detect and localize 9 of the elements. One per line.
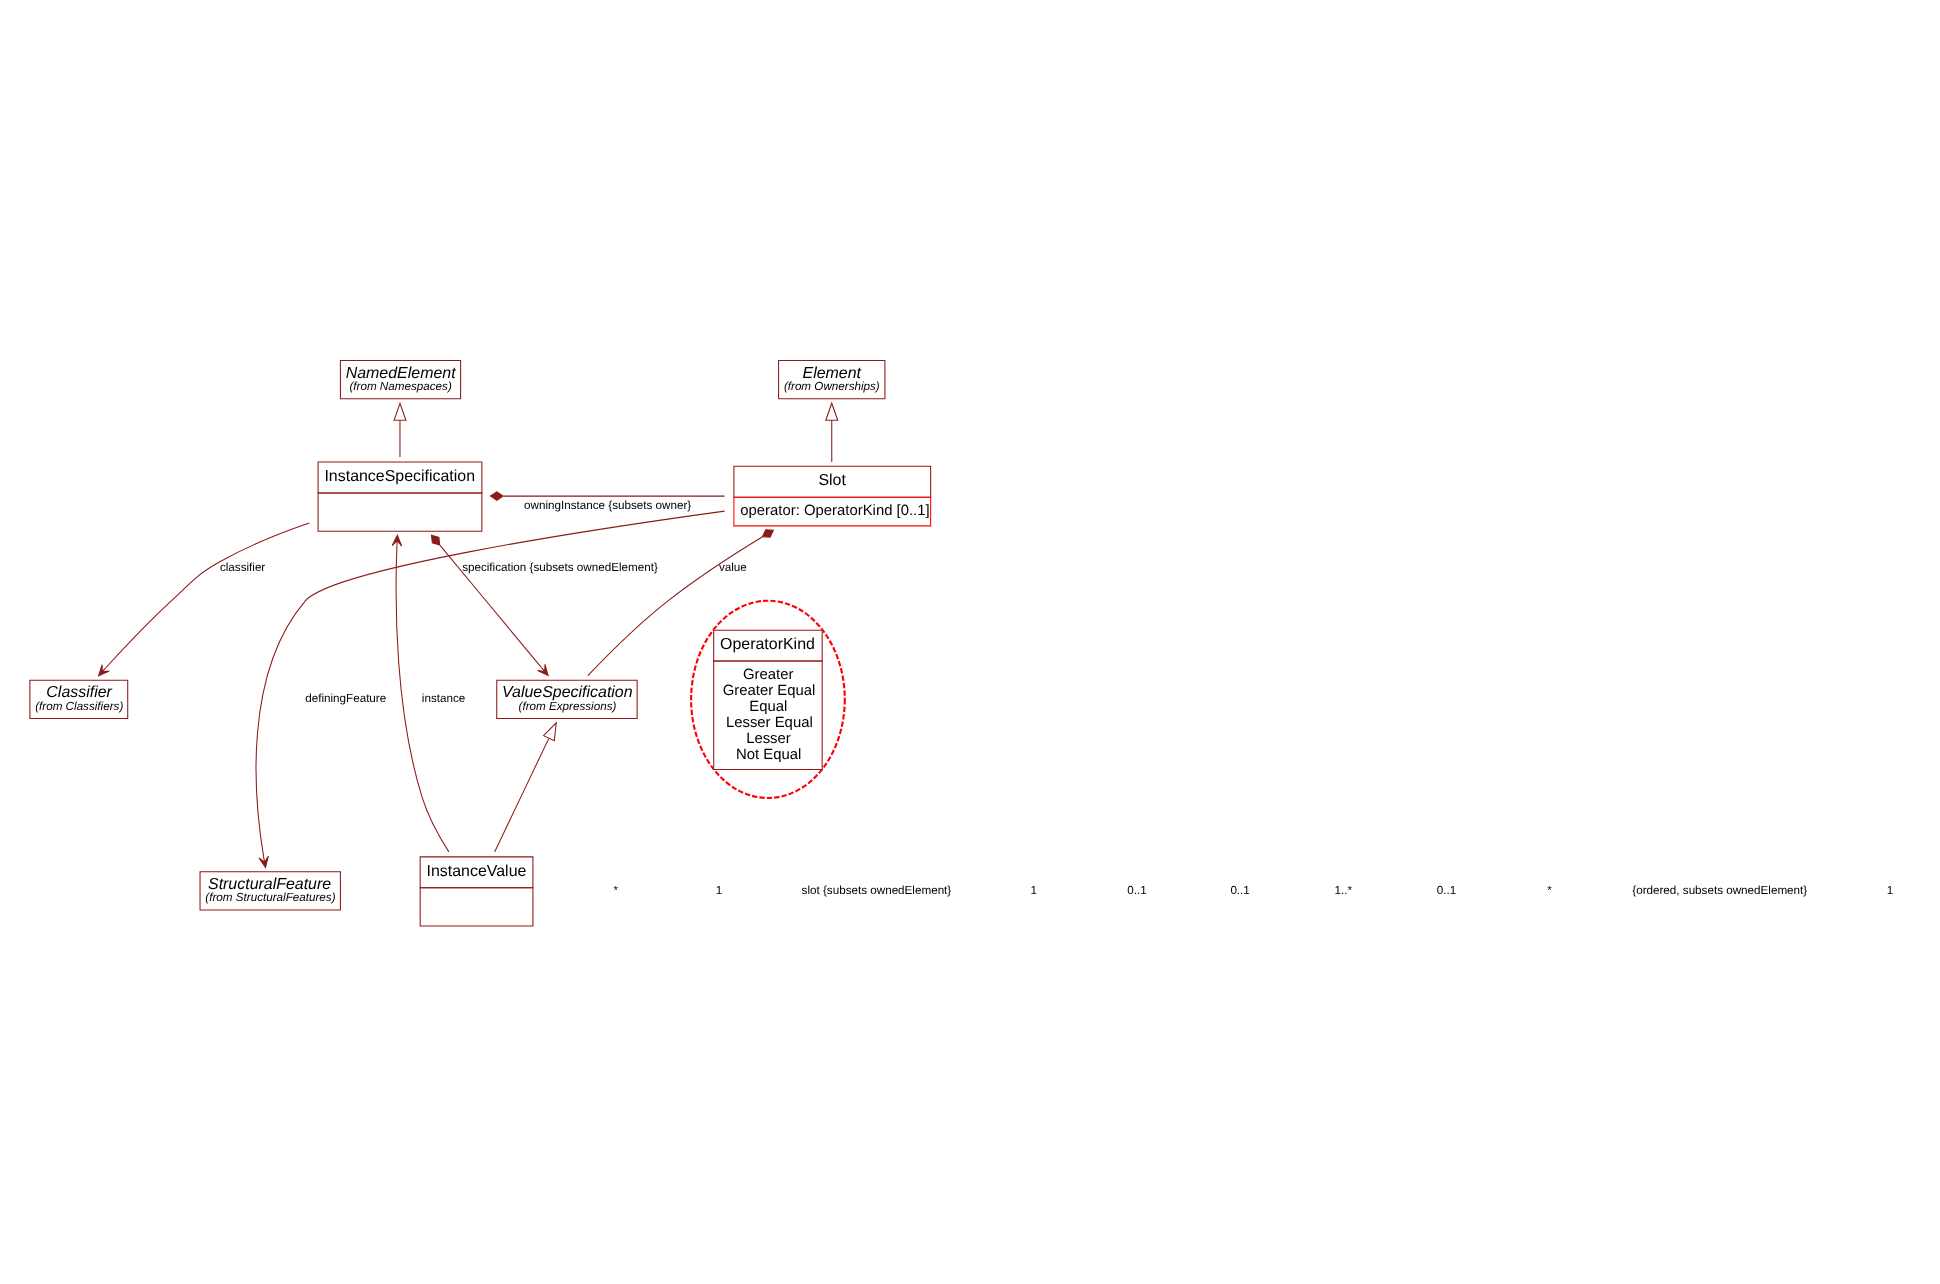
arrow [391,533,450,852]
arrow [98,521,310,676]
arrow [825,400,839,462]
arrow [494,720,557,852]
arrow [255,509,726,867]
connector [489,490,726,500]
arrow [393,400,407,457]
arrow [430,533,549,676]
connector [587,528,775,676]
